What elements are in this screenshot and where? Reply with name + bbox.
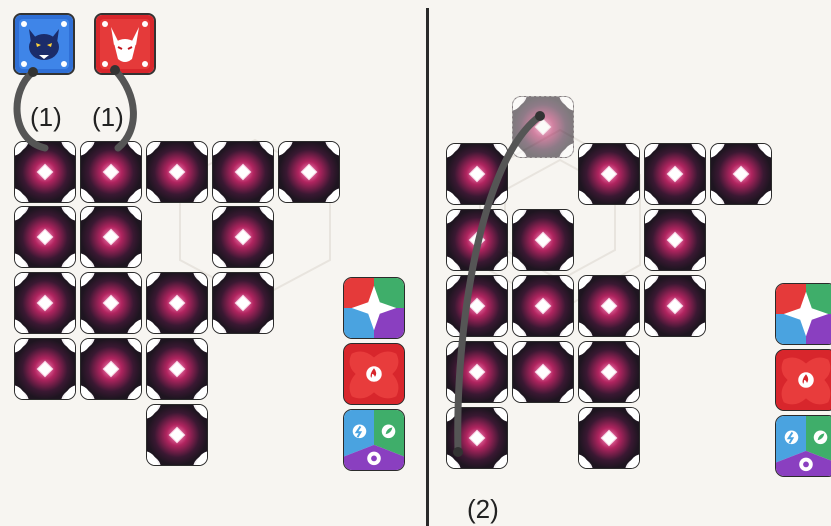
wolf-face-icon	[15, 15, 73, 73]
tile-dark-left-r1c3[interactable]	[146, 141, 208, 203]
diamond-gem-icon	[645, 144, 705, 204]
diamond-gem-icon	[711, 144, 771, 204]
diamond-gem-icon	[81, 273, 141, 333]
tile-dark-left-r1c2[interactable]	[80, 141, 142, 203]
diamond-gem-icon	[15, 273, 75, 333]
diamond-gem-icon	[213, 273, 273, 333]
diamond-gem-icon	[579, 408, 639, 468]
tile-dark-right-r3c3[interactable]	[578, 275, 640, 337]
tile-dark-right-r1c3[interactable]	[578, 143, 640, 205]
board-divider	[426, 8, 429, 526]
diamond-gem-icon	[147, 405, 207, 465]
tile-dark-right-r5c3[interactable]	[578, 407, 640, 469]
flame-icon	[776, 350, 831, 410]
diamond-gem-icon	[513, 97, 573, 157]
tile-dark-right-r3c1[interactable]	[446, 275, 508, 337]
tile-dark-left-r4c1[interactable]	[14, 338, 76, 400]
tile-dark-left-r1c4[interactable]	[212, 141, 274, 203]
tile-dark-left-r3c2[interactable]	[80, 272, 142, 334]
diamond-gem-icon	[513, 276, 573, 336]
diamond-gem-icon	[15, 339, 75, 399]
tile-ghost-moved[interactable]	[512, 96, 574, 158]
diamond-gem-icon	[447, 210, 507, 270]
step-label-right-2: (2)	[467, 496, 499, 522]
tile-dark-right-r4c3[interactable]	[578, 341, 640, 403]
player-token-blue-wolf[interactable]	[13, 13, 75, 75]
tile-dark-right-r1c5[interactable]	[710, 143, 772, 205]
fox-mask-icon	[96, 15, 154, 73]
tile-dark-right-r4c1[interactable]	[446, 341, 508, 403]
diamond-gem-icon	[15, 207, 75, 267]
tile-dark-right-r5c1[interactable]	[446, 407, 508, 469]
tile-dark-right-r2c4[interactable]	[644, 209, 706, 271]
tile-fire-left[interactable]	[343, 343, 405, 405]
tile-dark-left-r2c1[interactable]	[14, 206, 76, 268]
tile-dark-left-r1c1[interactable]	[14, 141, 76, 203]
tile-dark-left-r3c4[interactable]	[212, 272, 274, 334]
diamond-gem-icon	[213, 207, 273, 267]
diamond-gem-icon	[147, 273, 207, 333]
flame-icon	[344, 344, 404, 404]
tile-dark-right-r1c1[interactable]	[446, 143, 508, 205]
diamond-gem-icon	[513, 210, 573, 270]
tile-element-multi-left[interactable]	[343, 277, 405, 339]
step-label-left-2: (1)	[92, 104, 124, 130]
tile-fire-right[interactable]	[775, 349, 831, 411]
tile-dark-left-r4c2[interactable]	[80, 338, 142, 400]
diamond-gem-icon	[147, 339, 207, 399]
diamond-gem-icon	[513, 342, 573, 402]
diamond-gem-icon	[279, 142, 339, 202]
tile-dark-right-r1c4[interactable]	[644, 143, 706, 205]
tile-dark-left-r4c3[interactable]	[146, 338, 208, 400]
flower-icon	[371, 455, 377, 461]
diamond-gem-icon	[579, 276, 639, 336]
tile-dark-left-r3c3[interactable]	[146, 272, 208, 334]
diamond-gem-icon	[447, 276, 507, 336]
step-label-left-1: (1)	[30, 104, 62, 130]
diamond-gem-icon	[579, 144, 639, 204]
tile-dark-left-r1c5[interactable]	[278, 141, 340, 203]
tile-dark-right-r2c1[interactable]	[446, 209, 508, 271]
tile-dark-right-r4c2[interactable]	[512, 341, 574, 403]
diamond-gem-icon	[579, 342, 639, 402]
diamond-gem-icon	[447, 144, 507, 204]
diamond-gem-icon	[447, 342, 507, 402]
tile-dark-right-r2c2[interactable]	[512, 209, 574, 271]
diamond-gem-icon	[645, 276, 705, 336]
diamond-gem-icon	[81, 339, 141, 399]
diamond-gem-icon	[15, 142, 75, 202]
tile-element-tri-right[interactable]	[775, 415, 831, 477]
tile-element-tri-left[interactable]	[343, 409, 405, 471]
diamond-gem-icon	[645, 210, 705, 270]
tile-dark-right-r3c4[interactable]	[644, 275, 706, 337]
tile-dark-right-r3c2[interactable]	[512, 275, 574, 337]
diamond-gem-icon	[447, 408, 507, 468]
tile-element-multi-right[interactable]	[775, 283, 831, 345]
diamond-gem-icon	[213, 142, 273, 202]
tile-dark-left-r3c1[interactable]	[14, 272, 76, 334]
diamond-gem-icon	[81, 207, 141, 267]
tile-dark-left-r2c4[interactable]	[212, 206, 274, 268]
diamond-gem-icon	[81, 142, 141, 202]
diamond-gem-icon	[147, 142, 207, 202]
player-token-red-fox[interactable]	[94, 13, 156, 75]
tile-dark-left-r2c2[interactable]	[80, 206, 142, 268]
tile-dark-left-r5c3[interactable]	[146, 404, 208, 466]
